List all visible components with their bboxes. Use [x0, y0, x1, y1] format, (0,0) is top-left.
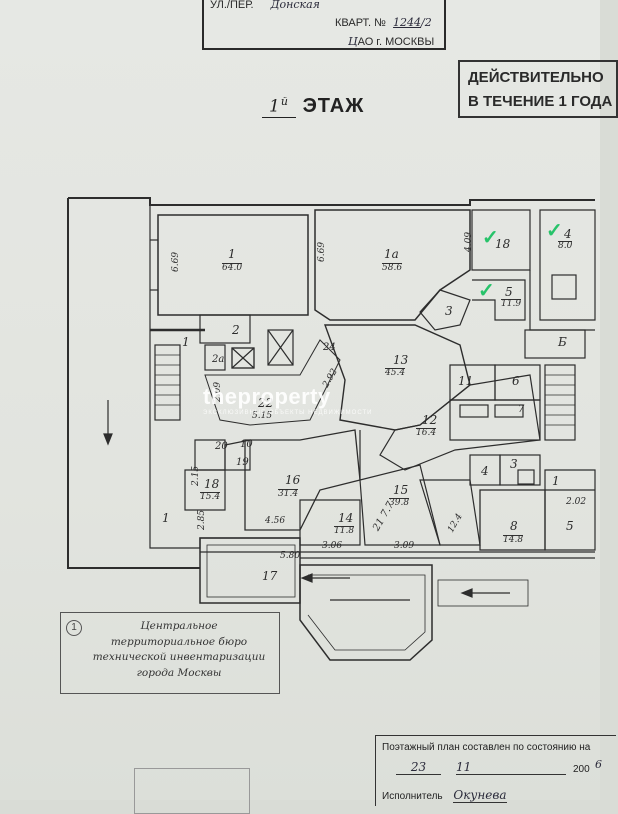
stamp-line-2: территориальное бюро: [110, 635, 248, 648]
room-13-area: 45.4: [385, 368, 406, 378]
dim-2-02: 2.02: [566, 497, 587, 507]
room-13-number: 13: [393, 353, 409, 367]
dim-2-85: 2.85: [197, 509, 207, 530]
room-5-right: 5: [566, 519, 574, 533]
executor-line: Исполнитель Окунева: [382, 788, 507, 803]
room-17-dim: 5.80: [280, 551, 301, 561]
validity-line-1: ДЕЙСТВИТЕЛЬНО: [468, 69, 604, 86]
room-3-mid-number: 3: [510, 457, 518, 471]
room-15-area: 39.8: [389, 498, 410, 508]
state-label: Поэтажный план составлен по состоянию на: [382, 742, 591, 753]
check-mark-icon: ✓: [478, 280, 495, 302]
room-18-top: 18: [495, 237, 511, 251]
district-value: Ц: [348, 35, 358, 48]
floor-title: 1й ЭТАЖ: [262, 95, 364, 118]
room-18-dim: 2.15: [191, 465, 201, 486]
room-2a-number: 2а: [212, 354, 225, 365]
check-mark-icon: ✓: [482, 227, 499, 249]
room-1-left-number: 1: [182, 335, 190, 349]
room-4-top-area: 8.0: [558, 241, 573, 251]
date-year-prefix: 200: [573, 764, 590, 775]
executor-label: Исполнитель: [382, 791, 443, 802]
stamp-text: Центральное территориальное бюро техниче…: [81, 619, 277, 681]
room-1a-area: 58.6: [382, 263, 403, 273]
room-5-number: 5: [505, 285, 513, 299]
room-11-number: 11: [458, 374, 474, 388]
room-2-number: 2: [232, 323, 240, 337]
room-12-area: 16.4: [416, 428, 437, 438]
room-18-area: 15.4: [200, 492, 221, 502]
room-5-area: 11.9: [501, 299, 522, 309]
room-b-label: Б: [558, 335, 567, 349]
executor-name: Окунева: [453, 788, 507, 803]
floor-suffix: й: [280, 95, 289, 109]
room-1a-number: 1а: [384, 247, 399, 261]
room-1-dim: 6.69: [171, 251, 181, 272]
street-line: УЛ./ПЕР. Донская: [210, 0, 320, 11]
room-4-dim: 4.09: [464, 231, 474, 252]
room-12-number: 12: [422, 413, 438, 427]
stamp-line-1: Центральное: [140, 620, 218, 632]
room-20-number: 20: [215, 441, 228, 452]
validity-line-2: В ТЕЧЕНИЕ 1 ГОДА: [468, 93, 613, 110]
check-mark-icon: ✓: [546, 220, 563, 242]
room-22-dim: 5.15: [252, 411, 273, 421]
room-18-number: 18: [204, 477, 220, 491]
watermark-brand: theproperty: [203, 384, 331, 409]
floor-number: 1: [269, 97, 281, 117]
room-24-number: 24: [323, 342, 336, 353]
room-1-corridor: 1: [162, 511, 170, 525]
room-4-mid-number: 4: [481, 464, 489, 478]
date-month: 11: [456, 760, 566, 775]
room-3-number: 3: [445, 304, 453, 318]
room-16-number: 16: [285, 473, 301, 487]
address-box: [202, 0, 446, 50]
apartment-line: КВАРТ. № 1244/2: [335, 16, 432, 29]
room-6-number: 6: [512, 374, 520, 388]
validity-stamp: ДЕЙСТВИТЕЛЬНО В ТЕЧЕНИЕ 1 ГОДА: [458, 60, 618, 118]
date-day: 23: [396, 760, 441, 775]
apartment-value: 1244: [393, 16, 422, 29]
room-1a-dim: 6.69: [317, 241, 327, 262]
street-value: Донская: [270, 0, 320, 11]
room-16-area: 31.4: [278, 489, 299, 499]
footer-box: Поэтажный план составлен по состоянию на…: [375, 735, 616, 806]
room-15-dim: 3.09: [394, 541, 415, 551]
room-14-dim: 3.06: [322, 541, 343, 551]
apartment-suffix: 2: [424, 16, 432, 29]
room-16-dim: 4.56: [265, 516, 286, 526]
room-19-number: 19: [236, 457, 249, 468]
watermark: theproperty ЭКСКЛЮЗИВНЫЕ ОБЪЕКТЫ НЕДВИЖИ…: [203, 384, 372, 416]
floor-label: ЭТАЖ: [302, 95, 365, 117]
district-suffix: АО г. МОСКВЫ: [357, 36, 435, 48]
room-1-area: 64.0: [222, 263, 243, 273]
room-10-number: 10: [240, 439, 253, 450]
room-4-top-number: 4: [564, 227, 572, 241]
room-14-number: 14: [338, 511, 354, 525]
bottom-faded-stamp: [134, 768, 250, 814]
room-17-number: 17: [262, 569, 278, 583]
room-15-number: 15: [393, 483, 409, 497]
stamp-circle-number: 1: [66, 620, 82, 636]
room-22-number: 22: [258, 396, 274, 410]
room-7-number: 7: [518, 404, 525, 415]
watermark-tagline: ЭКСКЛЮЗИВНЫЕ ОБЪЕКТЫ НЕДВИЖИМОСТИ: [203, 410, 373, 416]
district-line: ЦАО г. МОСКВЫ: [348, 35, 434, 48]
room-1-right: 1: [552, 474, 560, 488]
room-8-number: 8: [510, 519, 518, 533]
room-8-area: 14.8: [503, 535, 524, 545]
room-1-number: 1: [228, 247, 236, 261]
apartment-label: КВАРТ. №: [335, 17, 386, 29]
stamp-line-3: технической инвентаризации: [92, 651, 266, 663]
room-14-area: 11.8: [334, 526, 355, 536]
floor-plan-drawing: [67, 197, 596, 661]
street-prefix: УЛ./ПЕР.: [210, 0, 254, 11]
stamp-line-4: города Москвы: [136, 666, 222, 679]
state-date: 23 11 200 6: [388, 758, 608, 776]
date-year-suffix: 6: [595, 758, 602, 771]
bti-stamp: 1 Центральное территориальное бюро техни…: [60, 612, 280, 694]
